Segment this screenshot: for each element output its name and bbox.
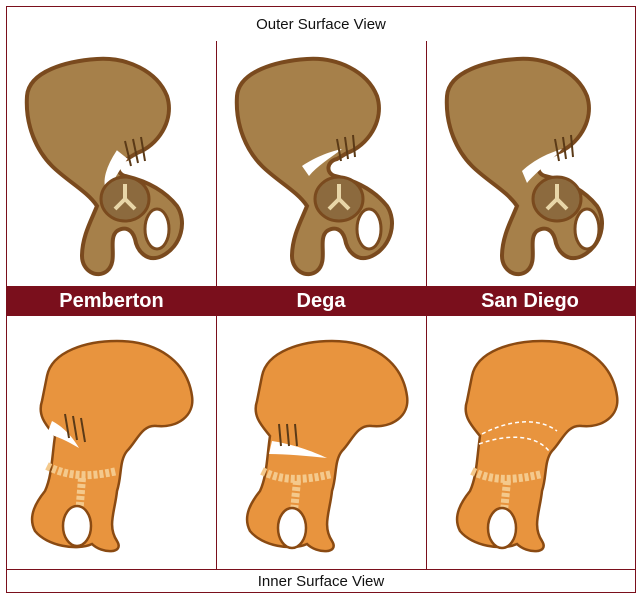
san-diego-inner-illustration bbox=[427, 316, 635, 571]
pemberton-outer-illustration bbox=[7, 41, 216, 286]
dega-label: Dega bbox=[216, 286, 426, 316]
san-diego-outer-illustration bbox=[427, 41, 635, 286]
inner-surface-title: Inner Surface View bbox=[7, 569, 635, 592]
pemberton-inner-panel bbox=[7, 316, 217, 571]
inner-surface-row bbox=[7, 316, 635, 571]
pemberton-label: Pemberton bbox=[7, 286, 216, 316]
inner-bone-shape bbox=[457, 341, 617, 551]
dega-inner-panel bbox=[217, 316, 428, 571]
pemberton-inner-illustration bbox=[7, 316, 216, 571]
obturator-foramen bbox=[575, 209, 599, 249]
obturator-foramen bbox=[488, 508, 516, 548]
dega-outer-panel bbox=[217, 41, 428, 286]
outer-surface-title: Outer Surface View bbox=[7, 7, 635, 42]
san-diego-inner-panel bbox=[427, 316, 635, 571]
obturator-foramen bbox=[145, 209, 169, 249]
obturator-foramen bbox=[63, 506, 91, 546]
outer-surface-row bbox=[7, 41, 635, 286]
inner-bone-shape bbox=[32, 341, 192, 551]
figure-frame: Outer Surface View bbox=[6, 6, 636, 593]
obturator-foramen bbox=[357, 209, 381, 249]
dega-outer-illustration bbox=[217, 41, 427, 286]
obturator-foramen bbox=[278, 508, 306, 548]
procedure-label-band: Pemberton Dega San Diego bbox=[7, 286, 635, 316]
san-diego-label: San Diego bbox=[426, 286, 634, 316]
san-diego-outer-panel bbox=[427, 41, 635, 286]
dega-inner-illustration bbox=[217, 316, 427, 571]
pemberton-outer-panel bbox=[7, 41, 217, 286]
